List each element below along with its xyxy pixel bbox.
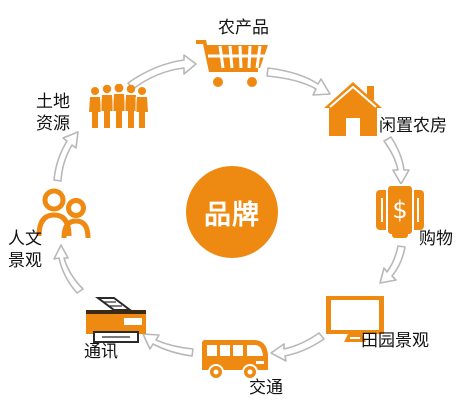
svg-text:$: $ bbox=[392, 196, 407, 224]
shopping-cart-icon bbox=[196, 40, 268, 87]
brand-circle: 品牌 bbox=[186, 166, 278, 258]
label-idle-farmhouse: 闲置农房 bbox=[379, 116, 447, 136]
label-cultural-landscape-line1: 人文 bbox=[8, 229, 42, 249]
house-icon bbox=[324, 82, 382, 136]
wallet-dollar-icon: $ bbox=[376, 184, 424, 238]
label-land-resources-line1: 土地 bbox=[36, 92, 70, 112]
label-pastoral-scenery: 田园景观 bbox=[361, 331, 429, 351]
label-farm-products: 农产品 bbox=[218, 18, 269, 38]
brand-label: 品牌 bbox=[204, 199, 260, 231]
arrow-monitor-to-bus bbox=[270, 332, 325, 362]
fax-printer-icon bbox=[86, 297, 146, 343]
label-land-resources-line2: 资源 bbox=[36, 114, 70, 134]
label-cultural-landscape-line2: 景观 bbox=[8, 251, 42, 271]
arrow-fax-to-people bbox=[53, 244, 84, 294]
arrow-house-to-wallet bbox=[383, 136, 410, 185]
label-communication: 通讯 bbox=[84, 342, 118, 362]
monitor-icon bbox=[326, 296, 384, 342]
arrow-crowd-to-farm bbox=[127, 54, 197, 90]
arrow-people-to-crowd bbox=[53, 131, 79, 182]
label-shopping: 购物 bbox=[419, 229, 453, 249]
arrow-wallet-to-monitor bbox=[379, 245, 406, 284]
arrow-bus-to-fax bbox=[142, 333, 194, 357]
label-transport: 交通 bbox=[249, 378, 283, 398]
arrow-farm-to-house bbox=[266, 67, 331, 96]
people-icon bbox=[36, 188, 91, 239]
bus-icon bbox=[202, 340, 268, 380]
crowd-icon bbox=[89, 84, 148, 128]
